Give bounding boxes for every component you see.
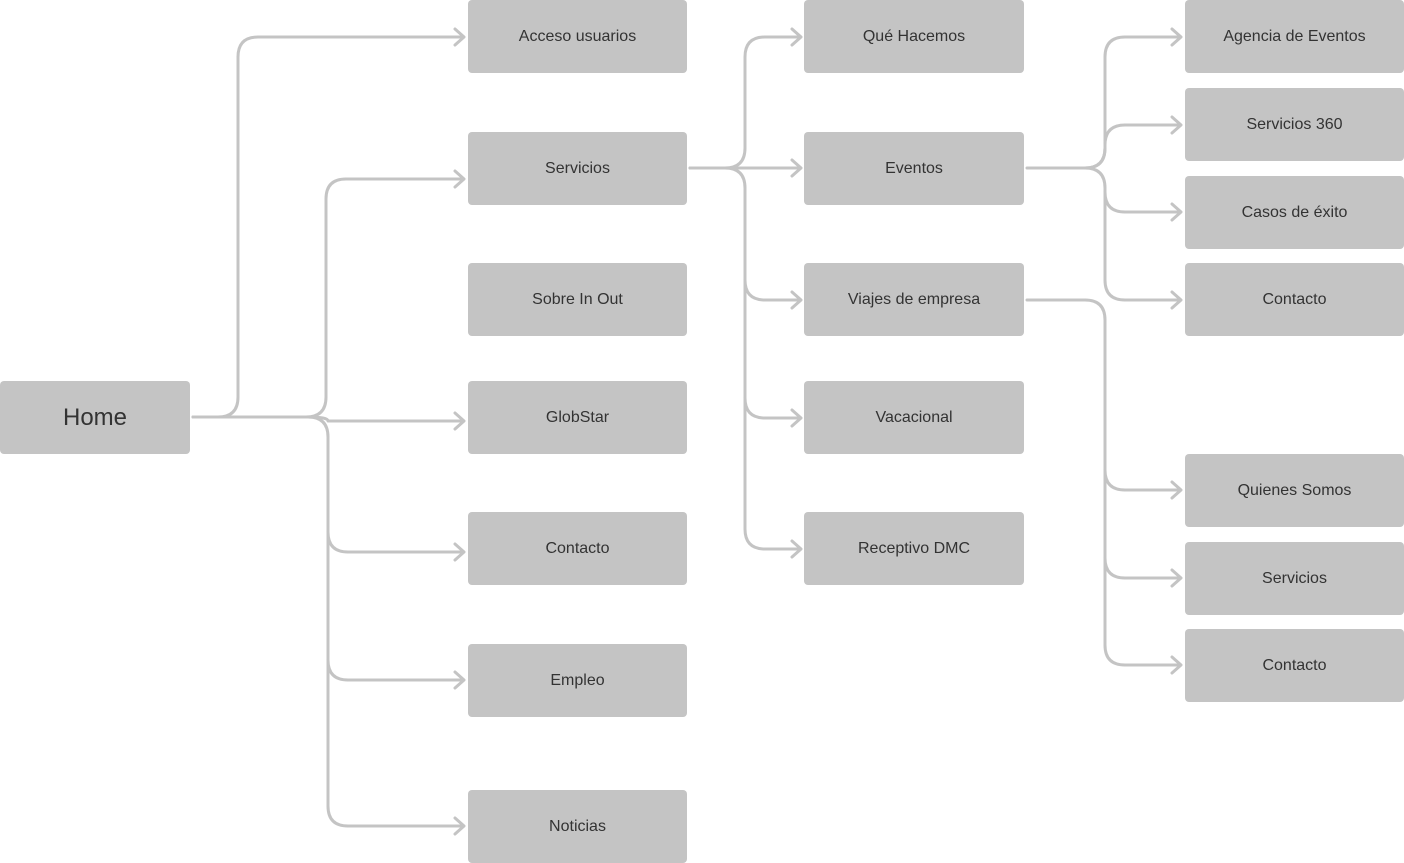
arrowhead-que — [790, 27, 803, 47]
node-quienes-somos[interactable]: Quienes Somos — [1185, 454, 1404, 527]
arrowhead-viajes — [790, 290, 803, 310]
connector-home-noticias — [326, 658, 465, 828]
node-viajes-contacto[interactable]: Contacto — [1185, 629, 1404, 702]
node-noticias[interactable]: Noticias — [468, 790, 687, 863]
node-que-hacemos[interactable]: Qué Hacemos — [804, 0, 1024, 73]
arrowhead-empleo — [453, 670, 466, 690]
arrowhead-acceso — [453, 27, 466, 47]
node-eventos[interactable]: Eventos — [804, 132, 1024, 205]
node-agencia-de-eventos[interactable]: Agencia de Eventos — [1185, 0, 1404, 73]
connector-home-contacto — [191, 415, 465, 554]
connector-home-acceso — [191, 35, 465, 419]
arrowhead-agencia — [1170, 27, 1183, 47]
arrowhead-contacto — [453, 542, 466, 562]
node-contacto[interactable]: Contacto — [468, 512, 687, 585]
connector-viajes-contacto — [1103, 556, 1182, 667]
connector-eventos-contacto — [1103, 190, 1182, 302]
node-casos-de-exito[interactable]: Casos de éxito — [1185, 176, 1404, 249]
node-acceso-usuarios[interactable]: Acceso usuarios — [468, 0, 687, 73]
node-globstar[interactable]: GlobStar — [468, 381, 687, 454]
arrowhead-contacto3a — [1170, 290, 1183, 310]
arrowhead-contacto3b — [1170, 655, 1183, 675]
node-home[interactable]: Home — [0, 381, 190, 454]
connector-servicios-viajes — [688, 166, 802, 302]
connector-servicios-receptivo — [743, 396, 802, 551]
arrowhead-casos — [1170, 202, 1183, 222]
arrowhead-noticias — [453, 816, 466, 836]
connector-eventos-casos — [1083, 166, 1182, 214]
connector-viajes-quienes — [1025, 298, 1182, 492]
node-vacacional[interactable]: Vacacional — [804, 381, 1024, 454]
arrowhead-globstar — [453, 411, 466, 431]
node-receptivo-dmc[interactable]: Receptivo DMC — [804, 512, 1024, 585]
arrowhead-vacacional — [790, 408, 803, 428]
node-sobre-in-out[interactable]: Sobre In Out — [468, 263, 687, 336]
arrowhead-servicios — [453, 169, 466, 189]
node-viajes-servicios[interactable]: Servicios — [1185, 542, 1404, 615]
arrowhead-quienes — [1170, 480, 1183, 500]
connector-viajes-servicios — [1103, 468, 1182, 580]
connector-home-empleo — [326, 530, 465, 682]
connector-servicios-que — [688, 35, 802, 170]
node-viajes-de-empresa[interactable]: Viajes de empresa — [804, 263, 1024, 336]
connector-eventos-serv360 — [1083, 123, 1182, 170]
node-empleo[interactable]: Empleo — [468, 644, 687, 717]
connector-home-servicios — [191, 177, 465, 419]
arrowhead-receptivo — [790, 539, 803, 559]
arrowhead-servicios3 — [1170, 568, 1183, 588]
node-servicios-360[interactable]: Servicios 360 — [1185, 88, 1404, 161]
node-servicios[interactable]: Servicios — [468, 132, 687, 205]
arrowhead-eventos — [790, 158, 803, 178]
node-eventos-contacto[interactable]: Contacto — [1185, 263, 1404, 336]
arrowhead-serv360 — [1170, 115, 1183, 135]
